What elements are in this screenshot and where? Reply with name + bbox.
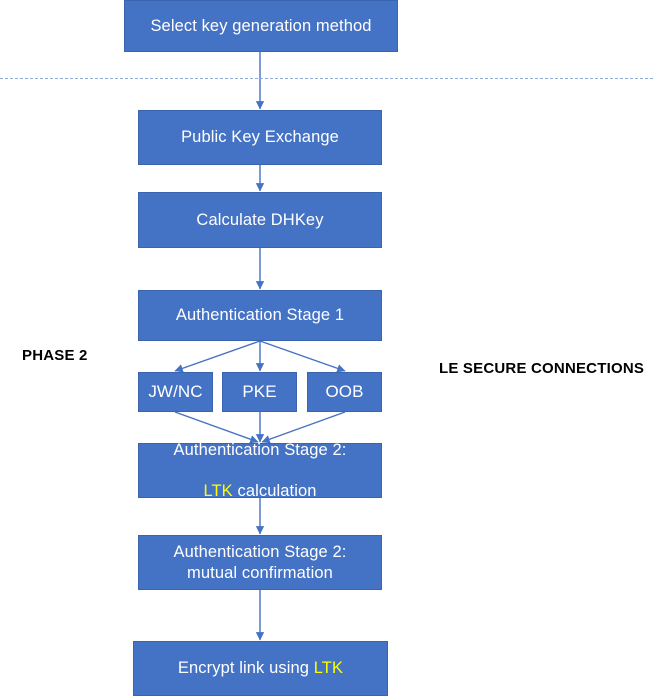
phase-divider-line: [0, 78, 653, 79]
node-label-line2: mutual confirmation: [187, 563, 333, 582]
node-label-line1: Authentication Stage 2:: [173, 543, 347, 562]
node-authentication-stage-2-mutual-confirmation[interactable]: Authentication Stage 2: mutual confirmat…: [138, 535, 382, 590]
ltk-highlight: LTK: [313, 659, 344, 678]
node-authentication-stage-1[interactable]: Authentication Stage 1: [138, 290, 382, 341]
node-label: PKE: [242, 381, 277, 401]
caption-phase-2: PHASE 2: [22, 347, 88, 364]
node-label: Encrypt link using LTK: [178, 658, 343, 678]
node-label: JW/NC: [148, 381, 203, 401]
encrypt-link-prefix: Encrypt link using: [177, 659, 314, 678]
ltk-rest: calculation: [232, 481, 317, 500]
node-label: OOB: [325, 381, 364, 401]
node-branch-jw-nc[interactable]: JW/NC: [138, 372, 213, 412]
node-public-key-exchange[interactable]: Public Key Exchange: [138, 110, 382, 165]
node-calculate-dhkey[interactable]: Calculate DHKey: [138, 192, 382, 248]
ltk-highlight: LTK: [203, 481, 233, 500]
node-label: Public Key Exchange: [181, 128, 339, 147]
node-branch-pke[interactable]: PKE: [222, 372, 297, 412]
node-label-line2: LTK calculation: [203, 460, 316, 500]
caption-le-secure-connections: LE SECURE CONNECTIONS: [439, 360, 645, 377]
node-branch-oob[interactable]: OOB: [307, 372, 382, 412]
node-label: Authentication Stage 1: [175, 306, 345, 325]
node-label-line1: Authentication Stage 2:: [173, 441, 347, 460]
node-label: Select key generation method: [150, 16, 372, 35]
node-label: Calculate DHKey: [196, 210, 324, 229]
node-encrypt-link-using-ltk[interactable]: Encrypt link using LTK: [133, 641, 388, 696]
node-select-key-generation-method[interactable]: Select key generation method: [124, 0, 398, 52]
node-authentication-stage-2-ltk-calculation[interactable]: Authentication Stage 2: LTK calculation: [138, 441, 382, 500]
